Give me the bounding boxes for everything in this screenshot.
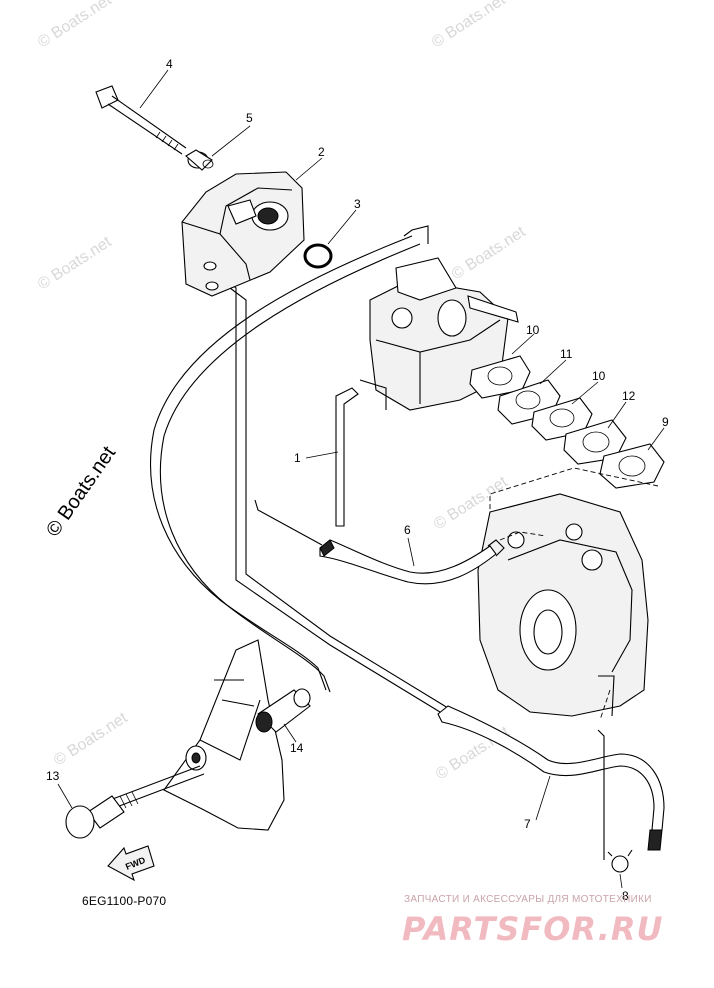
part-14-grommet bbox=[255, 688, 311, 733]
callout-3: 3 bbox=[354, 197, 361, 211]
callout-9: 9 bbox=[662, 415, 669, 429]
callout-10: 10 bbox=[526, 323, 540, 337]
callout-1: 1 bbox=[294, 451, 301, 465]
part-12-gasket bbox=[563, 419, 627, 465]
diagram-code: 6EG1100-P070 bbox=[82, 894, 167, 908]
part-4-bolt bbox=[95, 85, 187, 155]
watermark: © Boats.net bbox=[35, 0, 115, 51]
shop-tagline: ЗАПЧАСТИ И АКСЕССУАРЫ ДЛЯ МОТОТЕХНИКИ bbox=[404, 894, 652, 905]
callout-5: 5 bbox=[246, 111, 253, 125]
part-2-silencer bbox=[181, 171, 305, 297]
watermark-large: © Boats.net bbox=[42, 442, 120, 541]
part-7-hose bbox=[437, 705, 665, 860]
callout-7: 7 bbox=[524, 817, 531, 831]
callout-4: 4 bbox=[166, 57, 173, 71]
gasket-stack bbox=[469, 355, 665, 489]
callout-12: 12 bbox=[622, 389, 636, 403]
lower-bracket bbox=[163, 639, 285, 831]
part-10-gasket bbox=[469, 355, 531, 399]
watermark: © Boats.net bbox=[449, 223, 529, 283]
watermark: © Boats.net bbox=[429, 0, 509, 51]
shop-logo[interactable]: PARTSFOR.RU bbox=[402, 910, 664, 948]
part-8-clip bbox=[607, 849, 633, 873]
part-6-hose bbox=[319, 539, 505, 585]
leader-lines bbox=[57, 69, 665, 889]
part-13-choke-knob bbox=[65, 765, 205, 839]
watermark: © Boats.net bbox=[35, 233, 115, 293]
callout-2: 2 bbox=[318, 145, 325, 159]
callout-11: 11 bbox=[560, 347, 573, 361]
part-5-collar bbox=[185, 149, 214, 171]
callout-6: 6 bbox=[404, 523, 411, 537]
part-3-o-ring bbox=[303, 243, 333, 269]
callout-14: 14 bbox=[290, 741, 304, 755]
callout-13: 13 bbox=[46, 769, 60, 783]
callout-8: 8 bbox=[622, 889, 629, 903]
callout-numbers: 4 5 2 3 1 6 10 11 10 12 9 7 8 13 14 bbox=[46, 57, 669, 903]
callout-10: 10 bbox=[592, 369, 606, 383]
part-1-hose bbox=[335, 387, 359, 527]
part-10-gasket bbox=[531, 397, 593, 441]
fwd-arrow: FWD bbox=[107, 845, 155, 882]
engine-block bbox=[477, 493, 649, 721]
watermark: © Boats.net bbox=[51, 709, 131, 769]
